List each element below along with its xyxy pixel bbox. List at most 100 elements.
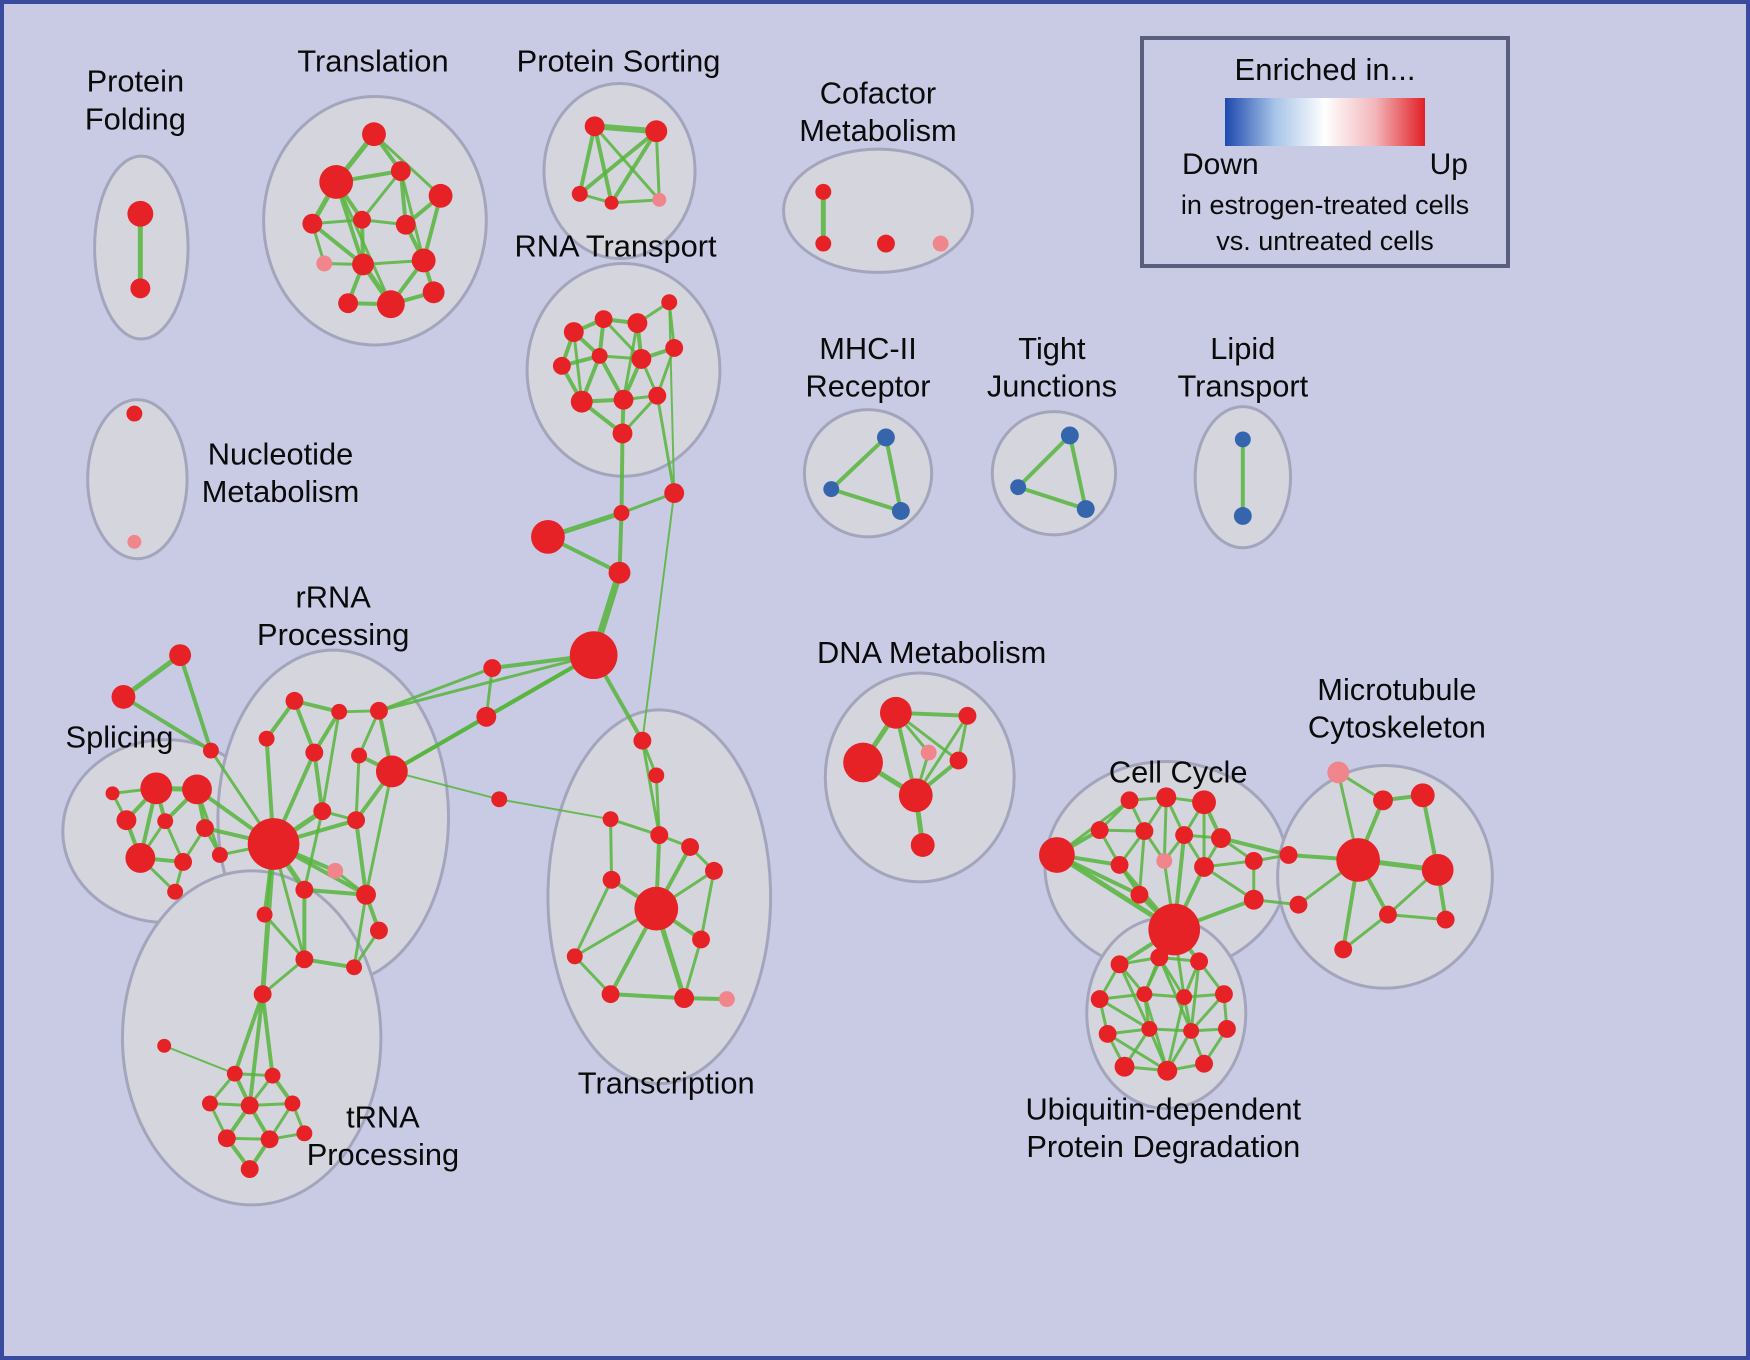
network-node-r5[interactable] [552, 356, 571, 375]
network-node-c3[interactable] [531, 519, 565, 554]
network-node-ps2[interactable] [645, 120, 668, 143]
network-node-d4[interactable] [920, 744, 937, 761]
network-node-f3[interactable] [202, 742, 219, 759]
network-node-tr10[interactable] [240, 1160, 259, 1179]
network-node-d3[interactable] [843, 742, 883, 783]
network-node-d2[interactable] [958, 706, 977, 725]
network-node-r10[interactable] [613, 389, 634, 410]
network-node-u7[interactable] [1214, 985, 1233, 1004]
network-node-u4[interactable] [1090, 990, 1109, 1009]
network-node-rr7[interactable] [375, 755, 408, 788]
network-node-cf4[interactable] [932, 235, 949, 252]
network-node-tr5[interactable] [240, 1096, 259, 1115]
network-node-r7[interactable] [631, 348, 652, 369]
network-node-cf1[interactable] [815, 183, 832, 200]
network-node-d1[interactable] [879, 696, 912, 729]
network-node-r9[interactable] [570, 390, 593, 413]
network-node-r4[interactable] [661, 294, 678, 311]
network-node-d6[interactable] [898, 778, 933, 813]
network-node-rr9[interactable] [313, 802, 332, 821]
network-node-mc7[interactable] [1289, 895, 1308, 914]
network-node-r6[interactable] [591, 347, 608, 364]
network-node-u12[interactable] [1114, 1056, 1135, 1077]
network-node-s6[interactable] [125, 843, 156, 873]
network-node-ps3[interactable] [571, 185, 588, 202]
network-node-t3[interactable] [390, 161, 411, 181]
network-node-r2[interactable] [594, 310, 613, 329]
network-node-ps5[interactable] [652, 192, 667, 207]
network-node-rr14[interactable] [369, 921, 388, 940]
network-node-rr5[interactable] [305, 743, 324, 762]
network-node-u11[interactable] [1217, 1019, 1236, 1038]
network-node-mc5[interactable] [1336, 838, 1381, 882]
network-node-tr7[interactable] [217, 1129, 236, 1148]
network-node-t1[interactable] [362, 122, 386, 147]
network-node-cf2[interactable] [815, 235, 832, 252]
network-node-t8[interactable] [316, 255, 333, 272]
network-node-rr3[interactable] [369, 701, 388, 720]
network-node-rr8[interactable] [247, 818, 300, 870]
network-node-c2[interactable] [613, 505, 630, 521]
network-node-tr11[interactable] [157, 1038, 172, 1053]
network-node-cc11[interactable] [1194, 856, 1214, 877]
network-node-mc10[interactable] [1436, 910, 1455, 929]
network-node-cc3[interactable] [1156, 787, 1177, 808]
network-node-cc6[interactable] [1135, 822, 1154, 841]
network-node-tj1[interactable] [1060, 426, 1079, 445]
network-node-x13[interactable] [566, 948, 583, 965]
network-node-m1[interactable] [876, 428, 895, 447]
network-node-s5[interactable] [196, 819, 214, 838]
network-node-u8[interactable] [1098, 1024, 1117, 1043]
network-node-cc5[interactable] [1090, 821, 1109, 840]
network-node-tr3[interactable] [264, 1067, 281, 1084]
network-node-r3[interactable] [627, 313, 648, 334]
network-node-u14[interactable] [1195, 1054, 1213, 1073]
network-node-rr16[interactable] [295, 950, 314, 969]
network-node-tr6[interactable] [284, 1095, 301, 1112]
network-node-d7[interactable] [910, 833, 935, 857]
network-node-cc12[interactable] [1244, 851, 1263, 870]
network-node-mc8[interactable] [1379, 905, 1397, 924]
network-node-c4[interactable] [608, 561, 631, 584]
network-node-cc8[interactable] [1211, 828, 1231, 849]
network-node-r8[interactable] [665, 339, 684, 357]
network-node-s1[interactable] [140, 772, 173, 805]
network-node-tr4[interactable] [201, 1095, 218, 1112]
network-node-m2[interactable] [823, 481, 840, 498]
network-node-x10[interactable] [601, 985, 620, 1004]
network-node-x3[interactable] [602, 811, 619, 828]
network-node-t7[interactable] [395, 214, 416, 235]
network-node-tr1[interactable] [253, 985, 272, 1004]
network-node-cc7[interactable] [1175, 826, 1194, 845]
network-node-x2[interactable] [648, 767, 665, 784]
network-node-m3[interactable] [891, 502, 910, 520]
network-node-rr4[interactable] [258, 730, 275, 747]
network-node-x6[interactable] [705, 861, 723, 880]
network-node-hub1[interactable] [569, 631, 618, 680]
network-node-s10[interactable] [105, 786, 120, 801]
network-node-rr12[interactable] [295, 880, 314, 899]
network-node-cc14[interactable] [1148, 903, 1201, 956]
network-node-s2[interactable] [182, 774, 212, 805]
network-node-rr2[interactable] [331, 703, 348, 720]
network-node-h3[interactable] [476, 706, 497, 727]
network-node-mc2[interactable] [1373, 790, 1393, 811]
network-node-x11[interactable] [674, 988, 695, 1009]
network-node-ps1[interactable] [584, 116, 605, 137]
network-node-lt1[interactable] [1234, 431, 1251, 448]
network-node-mc6[interactable] [1421, 853, 1454, 886]
network-node-cc13[interactable] [1130, 885, 1149, 904]
network-node-n2[interactable] [127, 534, 142, 549]
network-node-cc9[interactable] [1156, 852, 1173, 869]
network-node-rr1[interactable] [285, 691, 304, 710]
network-node-rr15[interactable] [256, 906, 273, 923]
network-node-tj2[interactable] [1010, 479, 1027, 496]
network-node-lt2[interactable] [1233, 507, 1252, 525]
network-node-t11[interactable] [338, 293, 359, 314]
network-node-f2[interactable] [111, 684, 136, 709]
network-node-x5[interactable] [681, 838, 700, 856]
network-node-cc2[interactable] [1120, 791, 1139, 810]
network-node-x8[interactable] [602, 870, 621, 889]
network-node-d5[interactable] [949, 751, 968, 770]
network-node-cc10[interactable] [1110, 855, 1129, 874]
